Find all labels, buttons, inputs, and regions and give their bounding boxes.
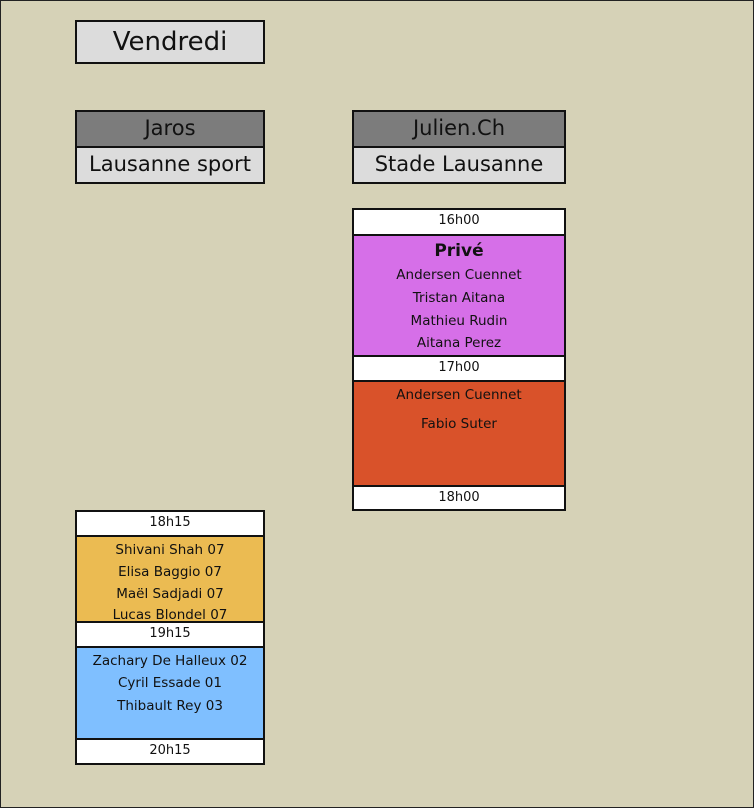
time-slot-label: 18h15 [75,510,265,537]
participant-name: Tristan Aitana [412,290,506,306]
participant-name: Cyril Essade 01 [118,675,222,691]
session-block-orange[interactable]: Andersen Cuennet Fabio Suter [352,380,566,487]
participant-name: Thibault Rey 03 [117,698,223,714]
participant-name: Maël Sadjadi 07 [116,586,224,602]
column-header-julien[interactable]: Julien.Ch [352,110,566,148]
session-title: Privé [434,241,484,261]
session-block-blue[interactable]: Zachary De Halleux 02 Cyril Essade 01 Th… [75,646,265,740]
participant-name: Fabio Suter [421,416,497,432]
participant-name: Lucas Blondel 07 [112,607,228,623]
participant-name: Andersen Cuennet [396,387,522,403]
participant-name: Mathieu Rudin [410,313,508,329]
participant-name: Aitana Perez [416,335,502,351]
time-slot-label: 19h15 [75,621,265,648]
time-slot-label: 18h00 [352,485,566,511]
participant-name: Zachary De Halleux 02 [92,653,248,669]
time-slot-label: 20h15 [75,738,265,765]
column-location-julien: Stade Lausanne [352,146,566,184]
column-header-jaros[interactable]: Jaros [75,110,265,148]
participant-name: Andersen Cuennet [396,267,522,283]
session-block-yellow[interactable]: Shivani Shah 07 Elisa Baggio 07 Maël Sad… [75,535,265,623]
participant-name: Shivani Shah 07 [115,542,225,558]
time-slot-label: 16h00 [352,208,566,236]
participant-name: Elisa Baggio 07 [118,564,222,580]
column-location-jaros: Lausanne sport [75,146,265,184]
day-title: Vendredi [75,20,265,64]
session-block-prive[interactable]: Privé Andersen Cuennet Tristan Aitana Ma… [352,234,566,357]
time-slot-label: 17h00 [352,355,566,382]
